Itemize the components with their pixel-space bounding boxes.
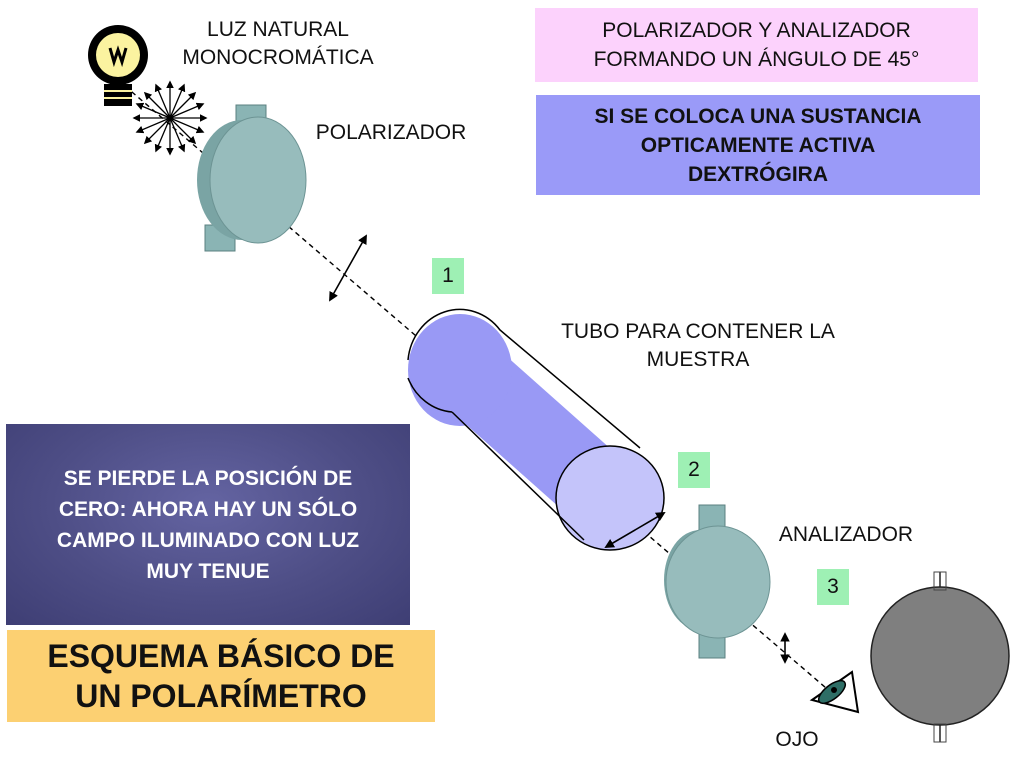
substance-note-box: SI SE COLOCA UNA SUSTANCIA OPTICAMENTE A… xyxy=(536,95,980,195)
substance-note-line2: OPTICAMENTE ACTIVA xyxy=(640,133,876,157)
polarizer-disc xyxy=(197,104,307,252)
analyzer-disc xyxy=(664,504,771,659)
result-note-line4: MUY TENUE xyxy=(146,559,270,583)
result-note-line1: SE PIERDE LA POSICIÓN DE xyxy=(63,466,353,490)
tube-label-line2: MUESTRA xyxy=(646,348,750,371)
title-line1: ESQUEMA BÁSICO DE xyxy=(47,638,395,674)
step-badge-2: 2 xyxy=(678,452,710,488)
tube-label-line1: TUBO PARA CONTENER LA xyxy=(561,320,835,343)
polarization-plane-arrow xyxy=(329,234,367,302)
result-note-line3: CAMPO ILUMINADO CON LUZ xyxy=(56,528,360,552)
angle-note-box: POLARIZADOR Y ANALIZADOR FORMANDO UN ÁNG… xyxy=(535,8,978,82)
eye-icon xyxy=(809,670,860,714)
tube-label: TUBO PARA CONTENER LA MUESTRA xyxy=(528,318,868,374)
field-of-view-disc xyxy=(870,571,1010,743)
rotated-plane-arrow xyxy=(604,512,666,548)
unpolarized-light-rays xyxy=(132,80,208,156)
polarizer-label: POLARIZADOR xyxy=(315,121,467,144)
title-box: ESQUEMA BÁSICO DE UN POLARÍMETRO xyxy=(7,630,435,722)
angle-note-line1: POLARIZADOR Y ANALIZADOR xyxy=(602,19,911,42)
angle-note-line2: FORMANDO UN ÁNGULO DE 45° xyxy=(593,48,920,71)
result-note-box: SE PIERDE LA POSICIÓN DE CERO: AHORA HAY… xyxy=(6,424,410,625)
step-badge-3: 3 xyxy=(817,569,849,605)
title-line2: UN POLARÍMETRO xyxy=(75,678,367,714)
light-source-label-line2: MONOCROMÁTICA xyxy=(182,46,374,69)
step-badge-1: 1 xyxy=(432,258,464,294)
eye-label: OJO xyxy=(775,728,819,751)
result-note-line2: CERO: AHORA HAY UN SÓLO xyxy=(58,497,358,521)
substance-note-line3: DEXTRÓGIRA xyxy=(687,162,828,186)
light-source-label-line1: LUZ NATURAL xyxy=(207,18,349,41)
light-source-label: LUZ NATURAL MONOCROMÁTICA xyxy=(160,16,396,72)
analyzer-label: ANALIZADOR xyxy=(778,523,914,546)
substance-note-line1: SI SE COLOCA UNA SUSTANCIA xyxy=(594,104,922,128)
light-bulb-icon xyxy=(88,25,148,106)
